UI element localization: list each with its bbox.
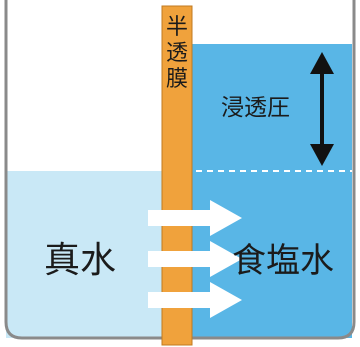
pressure-arrow-head-down	[310, 144, 334, 166]
flow-arrow-3	[148, 282, 242, 318]
salt-water-label: 食塩水	[232, 241, 334, 281]
semipermeable-membrane	[161, 5, 193, 346]
flow-arrow-1	[148, 200, 242, 236]
flow-arrow-2	[148, 241, 242, 277]
membrane-label-char: 膜	[166, 67, 188, 92]
pressure-arrow	[310, 52, 334, 166]
pressure-label: 浸透圧	[221, 95, 290, 121]
membrane-label-char: 透	[166, 41, 188, 66]
fresh-water-label: 真水	[44, 240, 116, 281]
pressure-arrow-head-up	[310, 52, 334, 74]
fresh-water-region	[6, 171, 166, 338]
membrane-label-char: 半	[166, 15, 188, 40]
flow-arrows	[148, 200, 242, 318]
membrane-label: 半透膜	[166, 15, 188, 92]
